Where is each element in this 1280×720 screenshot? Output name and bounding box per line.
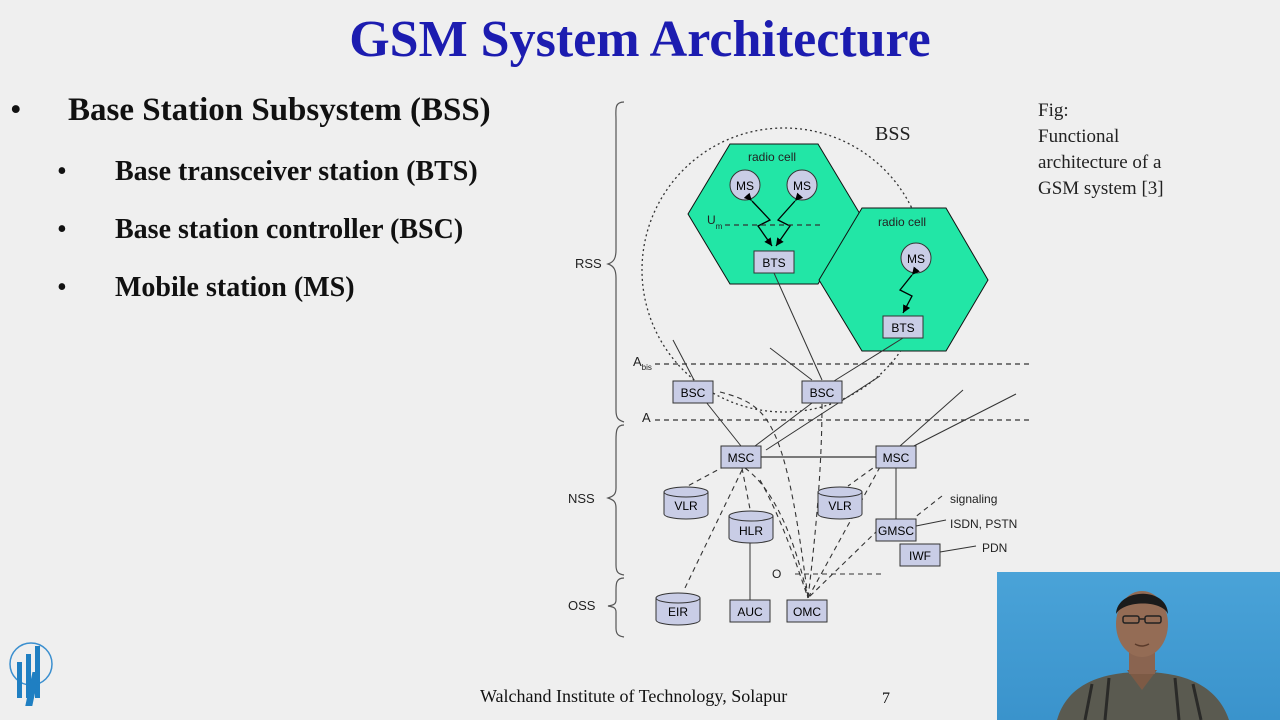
radio-link [743,192,773,247]
gmsc-node [875,518,917,542]
omc-node [786,599,828,623]
caption-line: Functional [1038,126,1120,147]
bss-label: BSS [875,123,911,145]
iwf-label: IWF [909,549,931,563]
oss-label: OSS [568,598,596,613]
bullet-marker: • [57,214,67,245]
vlr-database: VLR [817,486,863,520]
caption-line: GSM system [3] [1038,178,1164,199]
sub-bullet-text: Base station controller (BSC) [115,214,464,245]
gmsc-label: GMSC [878,524,914,538]
link-line [899,389,964,447]
auc-label: AUC [737,605,763,619]
footer-institute: Walchand Institute of Technology, Solapu… [480,686,788,706]
sub-bullet-text: Mobile station (MS) [115,272,355,303]
o-interface-label: O [772,567,781,581]
institute-logo [9,642,53,706]
bsc-label: BSC [810,386,835,400]
radio-link [775,192,804,247]
vlr-label: VLR [828,499,852,513]
iwf-node [899,543,941,567]
signaling-label: signaling [950,492,997,506]
radio-link [898,266,920,314]
sub-bullet-bts: • Base transceiver station (BTS) [57,156,478,188]
vlr-database: VLR [663,486,709,520]
link-line [672,339,695,381]
page-number: 7 [882,690,890,707]
link-line [939,545,977,553]
radio-cell-1-label: radio cell [748,150,796,164]
omc-label: OMC [793,605,821,619]
radio-cell-2-label: radio cell [878,215,926,229]
caption-line: architecture of a [1038,152,1162,173]
sub-bullet-ms: • Mobile station (MS) [57,272,355,304]
link-line [915,519,947,527]
vlr-label: VLR [674,499,698,513]
bsc-node [801,380,843,404]
link-line [769,347,813,381]
rss-label: RSS [575,256,602,271]
bullet-marker: • [10,92,22,128]
bsc-label: BSC [681,386,706,400]
bullet-bss-text: Base Station Subsystem (BSS) [68,92,491,128]
presenter-video [997,572,1280,720]
subsystem-braces [606,101,625,638]
a-label: A [642,410,651,425]
sub-bullet-text: Base transceiver station (BTS) [115,156,478,187]
presenter-figure [1057,591,1229,720]
link-line [705,401,742,447]
sub-bullet-bsc: • Base station controller (BSC) [57,214,464,246]
msc-node [720,445,762,469]
isdn-pstn-label: ISDN, PSTN [950,517,1017,531]
figure-caption: Fig: Functional architecture of a GSM sy… [1038,98,1164,202]
caption-line: Fig: [1038,100,1069,121]
msc-label: MSC [728,451,755,465]
slide-title: GSM System Architecture [349,11,931,68]
link-line [773,272,823,381]
msc-node [875,445,917,469]
bsc-node [672,380,714,404]
nss-label: NSS [568,491,595,506]
um-label: Um [707,213,723,231]
ms-label: MS [736,179,754,193]
hlr-database: HLR [728,510,774,544]
link-line [833,337,904,382]
auc-node [729,599,771,623]
msc-label: MSC [883,451,910,465]
bullet-marker: • [57,272,67,303]
hlr-label: HLR [739,524,763,538]
link-line [754,402,813,447]
abis-label: Abis [633,354,652,372]
ms-label: MS [907,252,925,266]
bts-label: BTS [891,321,914,335]
eir-database: EIR [655,592,701,626]
eir-label: EIR [668,605,688,619]
signaling-links [683,391,943,599]
bullet-marker: • [57,156,67,187]
pdn-label: PDN [982,541,1007,555]
bts-label: BTS [762,256,785,270]
link-line [905,393,1017,451]
link-line [765,375,881,451]
ms-label: MS [793,179,811,193]
